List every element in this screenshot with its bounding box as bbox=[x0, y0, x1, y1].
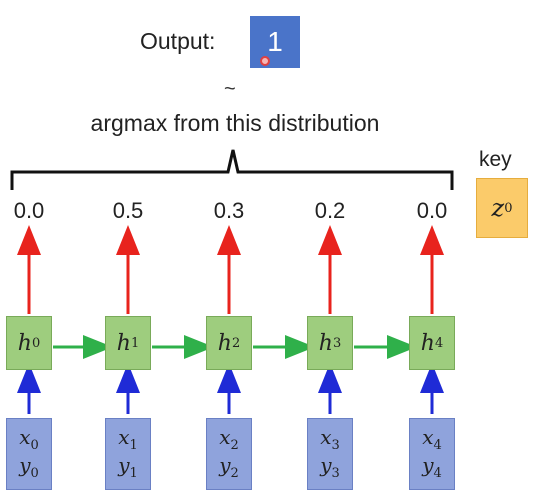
key-label: key bbox=[479, 148, 512, 171]
sampling-tilde: ~ bbox=[224, 78, 236, 100]
key-sup: 0 bbox=[504, 200, 513, 216]
probability-2: 0.3 bbox=[213, 198, 245, 223]
output-value-box: 1 bbox=[250, 16, 300, 68]
key-var: z bbox=[491, 194, 505, 222]
distribution-brace bbox=[10, 149, 454, 190]
output-label: Output: bbox=[140, 28, 216, 54]
probability-1: 0.5 bbox=[112, 198, 144, 223]
probability-0: 0.0 bbox=[13, 198, 45, 223]
probability-3: 0.2 bbox=[314, 198, 346, 223]
distribution-caption: argmax from this distribution bbox=[90, 110, 380, 136]
cursor-pointer-icon bbox=[260, 56, 270, 66]
probability-4: 0.0 bbox=[416, 198, 448, 223]
